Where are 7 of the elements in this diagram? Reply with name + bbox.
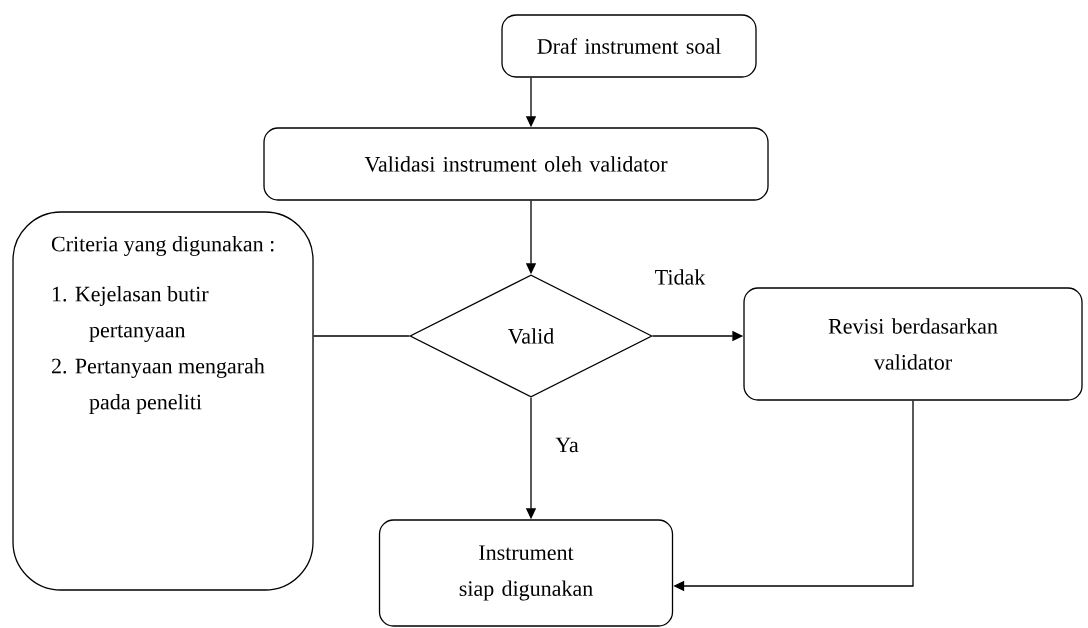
edge-label: Tidak bbox=[653, 268, 707, 286]
criteria-box: Criteria yang digunakan : 1. Kejelasan butir pertanyaan 2. Pertanyaan mengarah pada peneliti bbox=[12, 211, 314, 591]
process-box: Instrument siap digunakan bbox=[378, 519, 674, 627]
process-box: Draf instrument soal bbox=[501, 14, 757, 78]
process-box: Validasi instrument oleh validator bbox=[263, 127, 769, 201]
process-box: Revisi berdasarkan validator bbox=[743, 287, 1083, 401]
edge-label: Ya bbox=[554, 436, 580, 454]
